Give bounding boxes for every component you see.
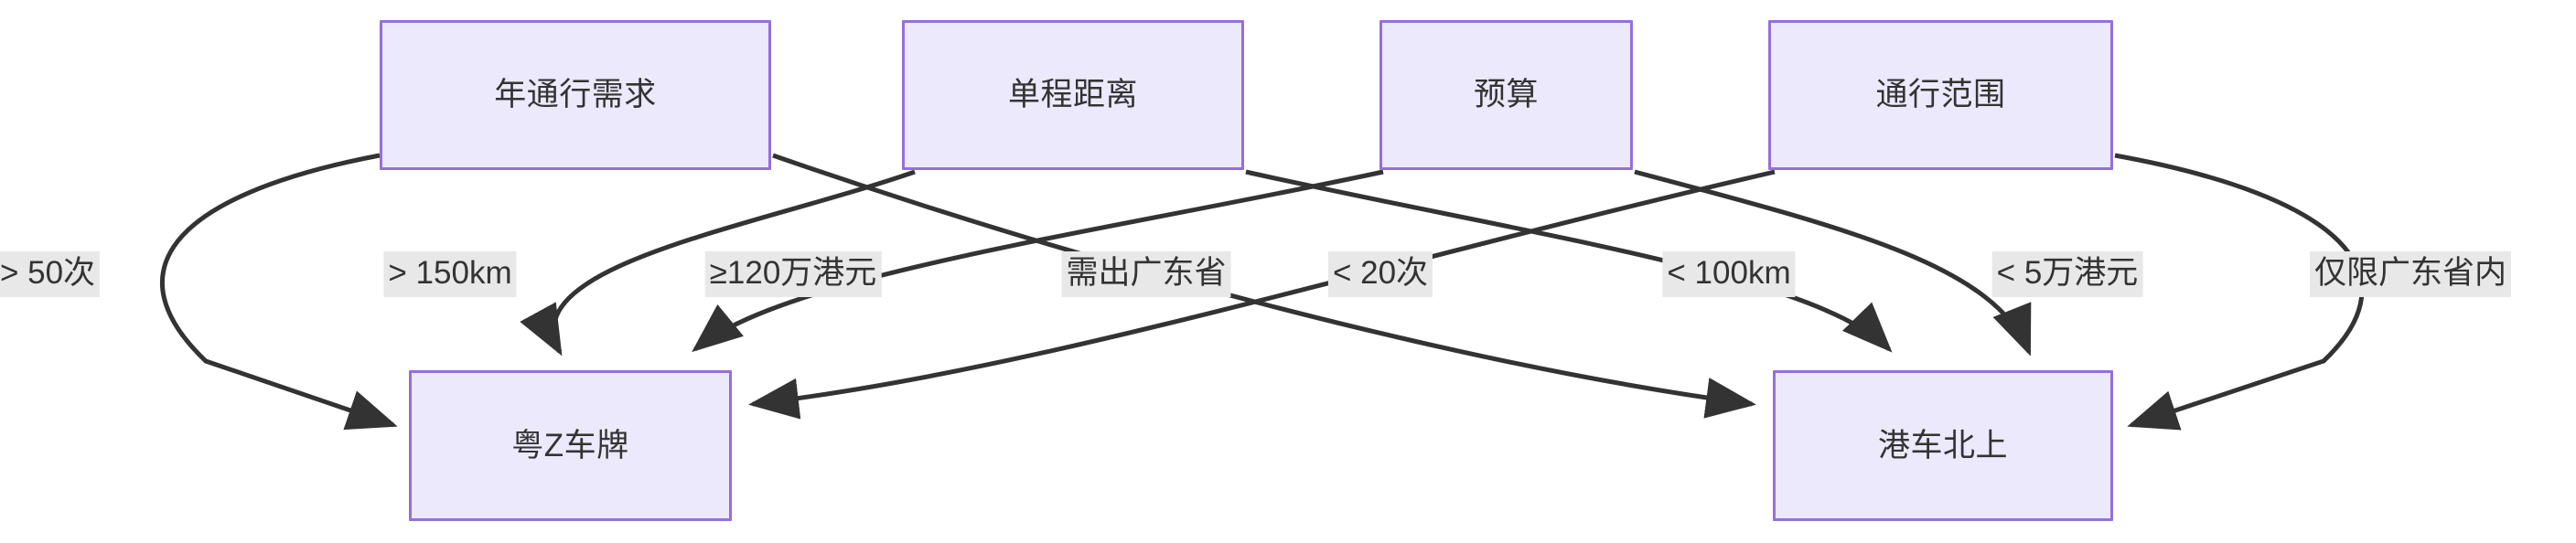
edge-path-tongxingfanwei-to-gangche — [2114, 153, 2365, 431]
edge-path-nian-to-gangche — [772, 153, 1756, 419]
node-label: 粤Z车牌 — [511, 427, 629, 463]
edge-label-jinxian-guangdong-sheng-nei: 仅限广东省内 — [2309, 251, 2512, 297]
node-label: 年通行需求 — [494, 77, 657, 112]
node-label: 港车北上 — [1877, 427, 2008, 463]
edge-label-lt-5wan-gangyuan: < 5万港元 — [1991, 251, 2143, 297]
edge-path-danchengjuli-to-gangche — [1245, 169, 1893, 353]
node-label: 预算 — [1473, 77, 1539, 112]
edge-path-tongxingfanwei-to-yuez — [748, 169, 1776, 420]
node-gang-che-bei-shang[interactable]: 港车北上 — [1773, 370, 2113, 521]
edge-label-lt-100km: < 100km — [1662, 251, 1796, 297]
node-dan-cheng-ju-li[interactable]: 单程距离 — [902, 20, 1244, 170]
edge-label-gt-50-ci: > 50次 — [0, 251, 101, 297]
node-yu-suan[interactable]: 预算 — [1379, 20, 1633, 170]
edge-label-lt-20-ci: < 20次 — [1327, 251, 1433, 297]
edge-path-yusuan-to-gangche — [1634, 169, 2032, 357]
edge-path-nian-to-yuez — [159, 153, 398, 431]
edge-path-danchengjuli-to-yuez — [520, 169, 916, 357]
node-label: 单程距离 — [1007, 77, 1138, 112]
node-label: 通行范围 — [1875, 77, 2006, 112]
edge-label-xu-chu-guangdong-sheng: 需出广东省 — [1061, 251, 1231, 297]
node-tong-xing-fan-wei[interactable]: 通行范围 — [1768, 20, 2113, 170]
edge-label-gt-150km: > 150km — [383, 251, 517, 297]
edge-label-ge-120wan-gangyuan: ≥120万港元 — [704, 251, 882, 297]
node-yue-z-che-pai[interactable]: 粤Z车牌 — [409, 370, 732, 521]
edge-path-yusuan-to-yuez — [692, 169, 1384, 353]
node-nian-tong-xing-xu-qiu[interactable]: 年通行需求 — [380, 20, 771, 170]
